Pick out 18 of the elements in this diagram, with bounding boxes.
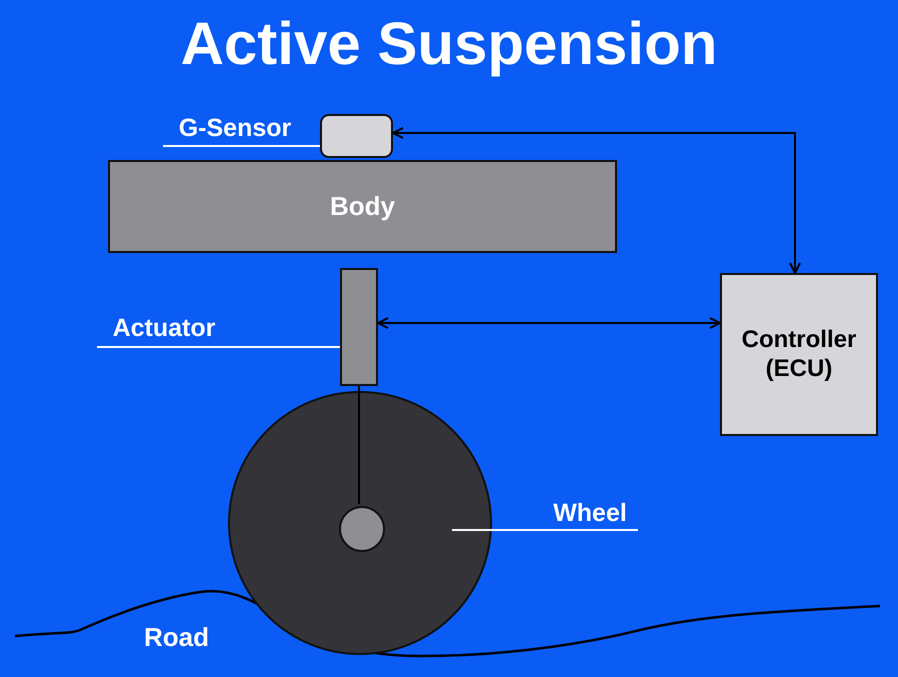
arrow	[377, 317, 721, 329]
box-label: Body	[330, 190, 395, 222]
connector-line	[358, 386, 360, 504]
title: Active Suspension	[180, 9, 718, 79]
body-block	[108, 160, 617, 253]
arrow	[392, 127, 801, 274]
leader-line	[452, 529, 638, 531]
actuator-bar	[340, 268, 378, 386]
box-label: Controller (ECU)	[740, 326, 858, 384]
sensor-box	[320, 114, 393, 158]
wheel-hub	[339, 506, 385, 552]
part-label: Actuator	[96, 311, 232, 345]
road-label: Road	[144, 622, 209, 653]
controller-box	[720, 273, 878, 436]
part-label: G-Sensor	[160, 111, 310, 145]
leader-line	[163, 145, 320, 147]
leader-line	[97, 346, 340, 348]
part-label: Wheel	[538, 496, 642, 530]
